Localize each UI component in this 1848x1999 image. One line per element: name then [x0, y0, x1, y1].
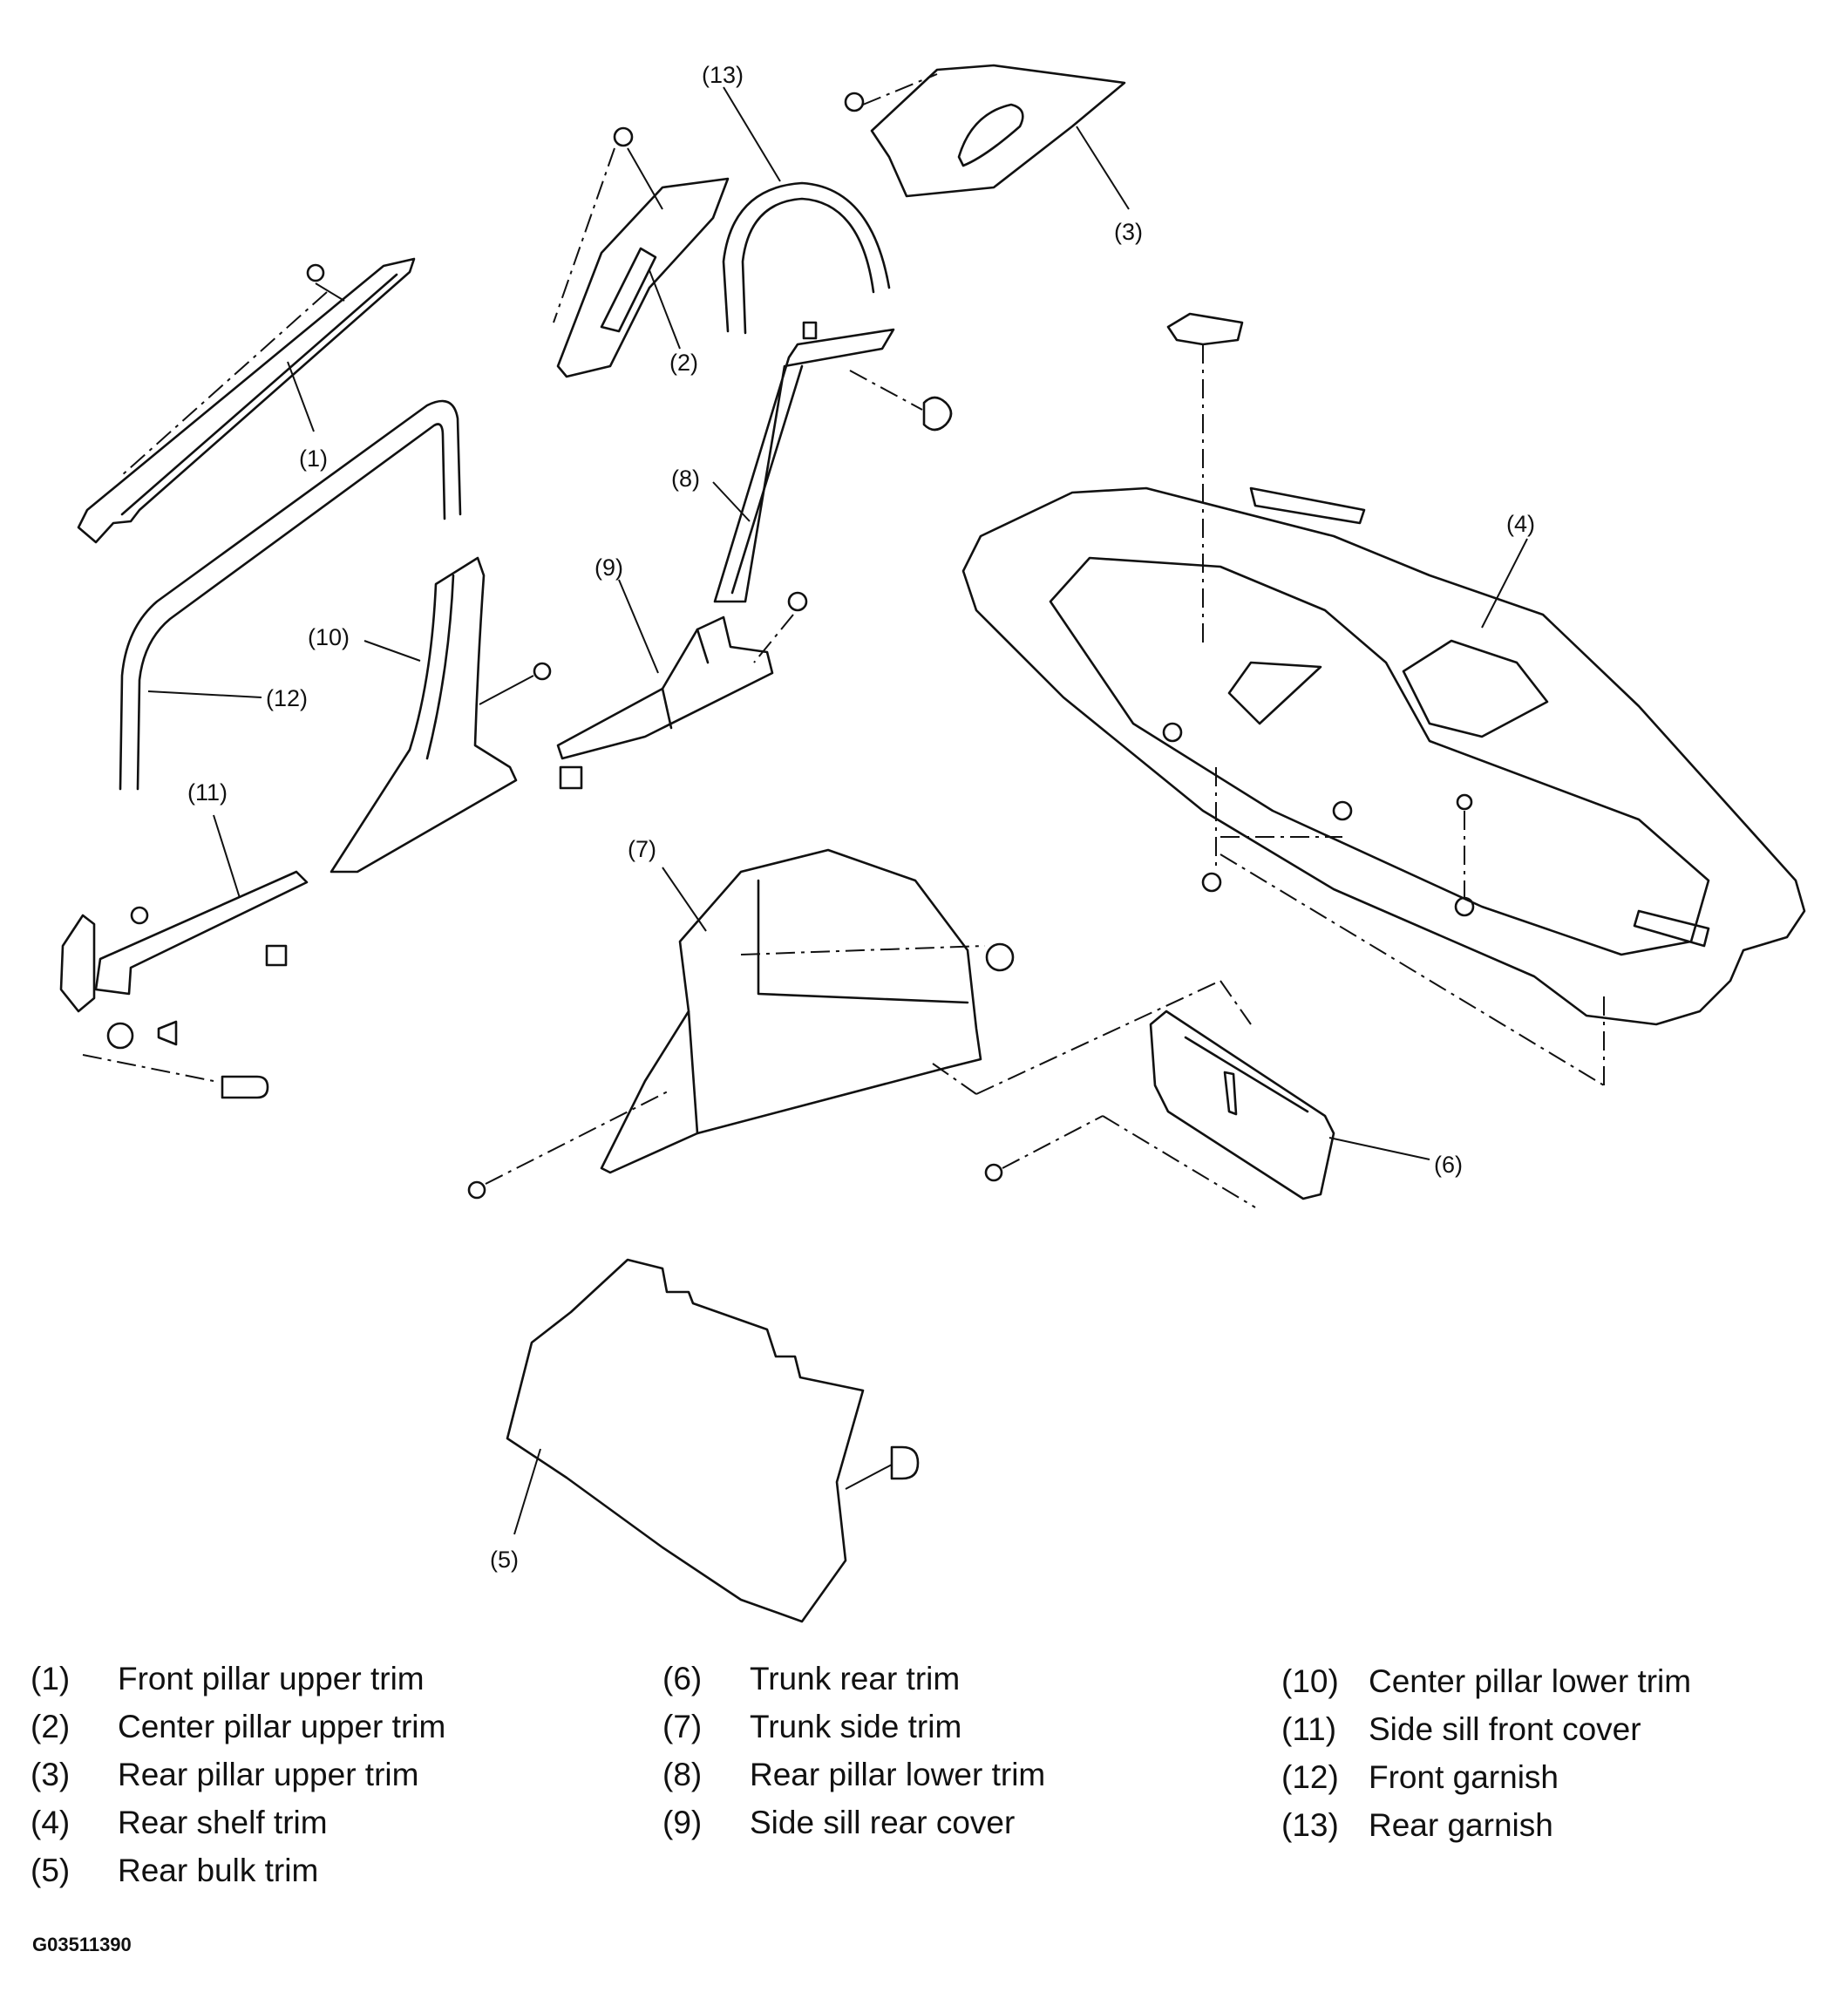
legend-number: (2)	[31, 1709, 71, 1744]
legend-label: Center pillar upper trim	[118, 1709, 446, 1744]
part-side-sill-front-cover	[59, 814, 309, 1099]
legend-label: Front pillar upper trim	[118, 1661, 425, 1696]
legend-label: Front garnish	[1369, 1759, 1559, 1795]
callout-9: (9)	[594, 554, 623, 581]
legend-number: (10)	[1281, 1663, 1339, 1699]
exploded-parts-diagram: (1) (2) (3) (4) (5) (6) (7) (8) (9) (10)…	[59, 62, 1806, 1623]
legend-number: (5)	[31, 1853, 71, 1888]
callout-3: (3)	[1114, 219, 1143, 245]
part-side-sill-rear-cover	[556, 579, 808, 790]
legend-number: (4)	[31, 1805, 71, 1840]
legend-label: Rear pillar lower trim	[750, 1757, 1046, 1792]
part-rear-pillar-lower-trim	[712, 321, 953, 603]
legend-number: (11)	[1281, 1711, 1337, 1747]
legend-label: Center pillar lower trim	[1369, 1663, 1692, 1699]
callout-2: (2)	[669, 350, 698, 376]
legend-number: (6)	[662, 1661, 703, 1696]
part-trunk-side-trim	[467, 848, 1252, 1200]
part-rear-shelf-trim	[961, 312, 1806, 1086]
legend-label: Rear shelf trim	[118, 1805, 328, 1840]
callout-13: (13)	[702, 62, 744, 88]
legend-label: Side sill front cover	[1369, 1711, 1641, 1747]
callout-11: (11)	[187, 779, 228, 806]
part-center-pillar-lower-trim	[330, 556, 552, 874]
callout-4: (4)	[1506, 511, 1535, 537]
legend-number: (9)	[662, 1805, 703, 1840]
legend-number: (12)	[1281, 1759, 1339, 1795]
legend-number: (13)	[1281, 1807, 1339, 1843]
legend-number: (8)	[662, 1757, 703, 1792]
part-rear-bulk-trim	[506, 1258, 920, 1623]
callout-10: (10)	[308, 624, 350, 650]
callout-7: (7)	[628, 836, 656, 862]
legend-number: (7)	[662, 1709, 703, 1744]
figure-code: G03511390	[32, 1934, 132, 1955]
part-rear-pillar-upper-trim	[844, 64, 1130, 210]
legend-number: (1)	[31, 1661, 71, 1696]
legend-label: Rear bulk trim	[118, 1853, 319, 1888]
part-center-pillar-upper-trim	[553, 126, 730, 378]
legend-label: Rear garnish	[1369, 1807, 1553, 1843]
callout-12: (12)	[266, 685, 308, 711]
callout-8: (8)	[671, 466, 700, 492]
legend-number: (3)	[31, 1757, 71, 1792]
callout-6: (6)	[1434, 1152, 1463, 1178]
callout-labels: (1) (2) (3) (4) (5) (6) (7) (8) (9) (10)…	[187, 62, 1535, 1573]
legend-label: Rear pillar upper trim	[118, 1757, 419, 1792]
legend-label: Side sill rear cover	[750, 1805, 1016, 1840]
part-front-garnish	[119, 399, 462, 791]
callout-1: (1)	[299, 445, 328, 472]
part-trunk-rear-trim	[984, 1010, 1430, 1208]
legend-label: Trunk side trim	[750, 1709, 962, 1744]
part-front-pillar-upper-trim	[77, 257, 416, 544]
callout-5: (5)	[490, 1547, 519, 1573]
legend-label: Trunk rear trim	[750, 1661, 961, 1696]
part-rear-garnish	[722, 86, 891, 335]
